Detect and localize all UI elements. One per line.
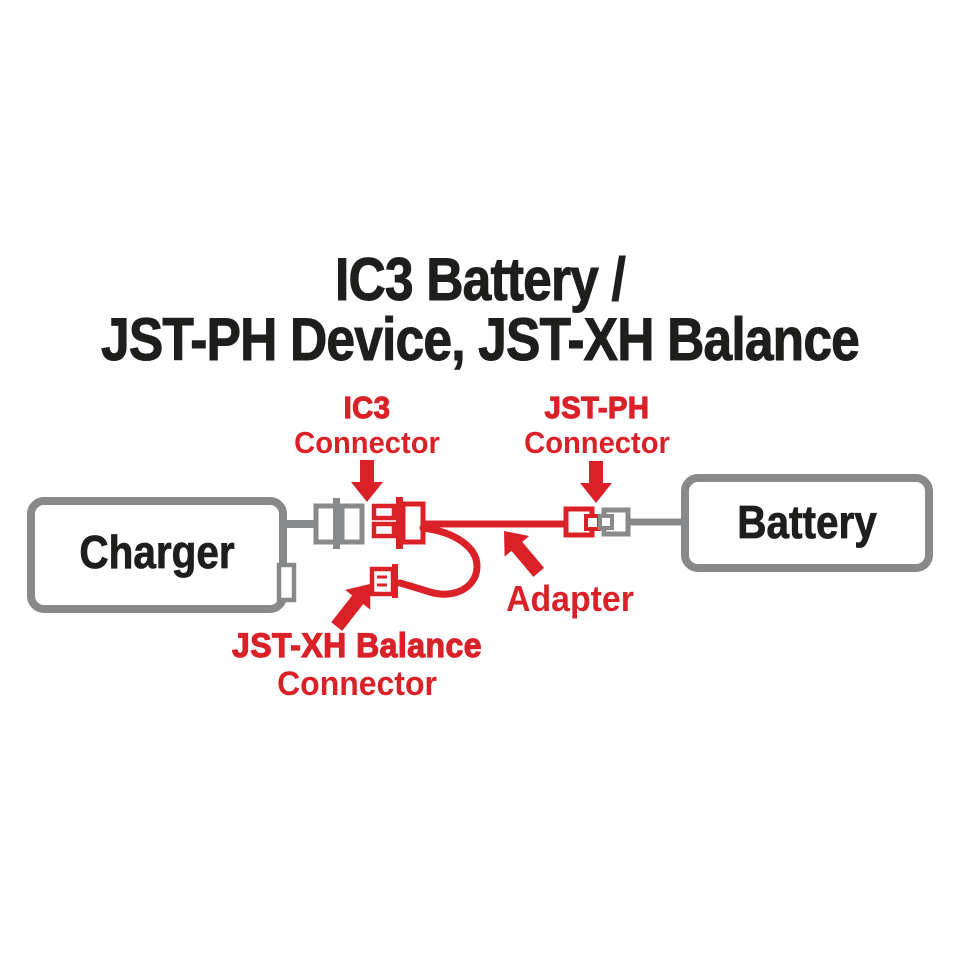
- jst-xh-callout-suffix: Connector: [277, 665, 437, 703]
- jst-xh-balance-connector-icon: [369, 564, 398, 598]
- jst-xh-callout-name: JST-XH Balance: [231, 626, 482, 665]
- adapter-pointer-icon: [504, 531, 545, 577]
- ic3-connector-icon: [371, 497, 426, 549]
- charger-label: Charger: [79, 526, 235, 578]
- adapter-balance-wire: [396, 524, 481, 598]
- jst-ph-callout-suffix: Connector: [524, 425, 670, 460]
- jst-ph-pointer-icon: [580, 461, 612, 503]
- charger-box: [27, 497, 287, 613]
- jst-ph-callout-name: JST-PH: [544, 389, 650, 425]
- title-line-2: JST-PH Device, JST-XH Balance: [100, 306, 861, 373]
- jst-ph-callout: JST-PH Connector: [456, 389, 738, 460]
- page-title: IC3 Battery / JST-PH Device, JST-XH Bala…: [67, 246, 893, 373]
- jst-xh-callout: JST-XH Balance Connector: [169, 626, 545, 703]
- charger-balance-port: [276, 562, 297, 603]
- battery-label: Battery: [737, 496, 877, 548]
- ic3-callout: IC3 Connector: [226, 389, 508, 460]
- adapter-callout: Adapter: [506, 578, 634, 619]
- ic3-callout-name: IC3: [343, 389, 391, 425]
- jst-ph-connector-icon: [563, 506, 601, 538]
- battery-jst-ph-plug-icon: [598, 507, 631, 537]
- title-line-1: IC3 Battery /: [335, 246, 627, 313]
- jst-xh-pointer-icon: [331, 584, 371, 631]
- charger-ic3-port-icon: [313, 498, 365, 549]
- ic3-callout-suffix: Connector: [294, 425, 440, 460]
- ic3-pointer-icon: [351, 460, 383, 502]
